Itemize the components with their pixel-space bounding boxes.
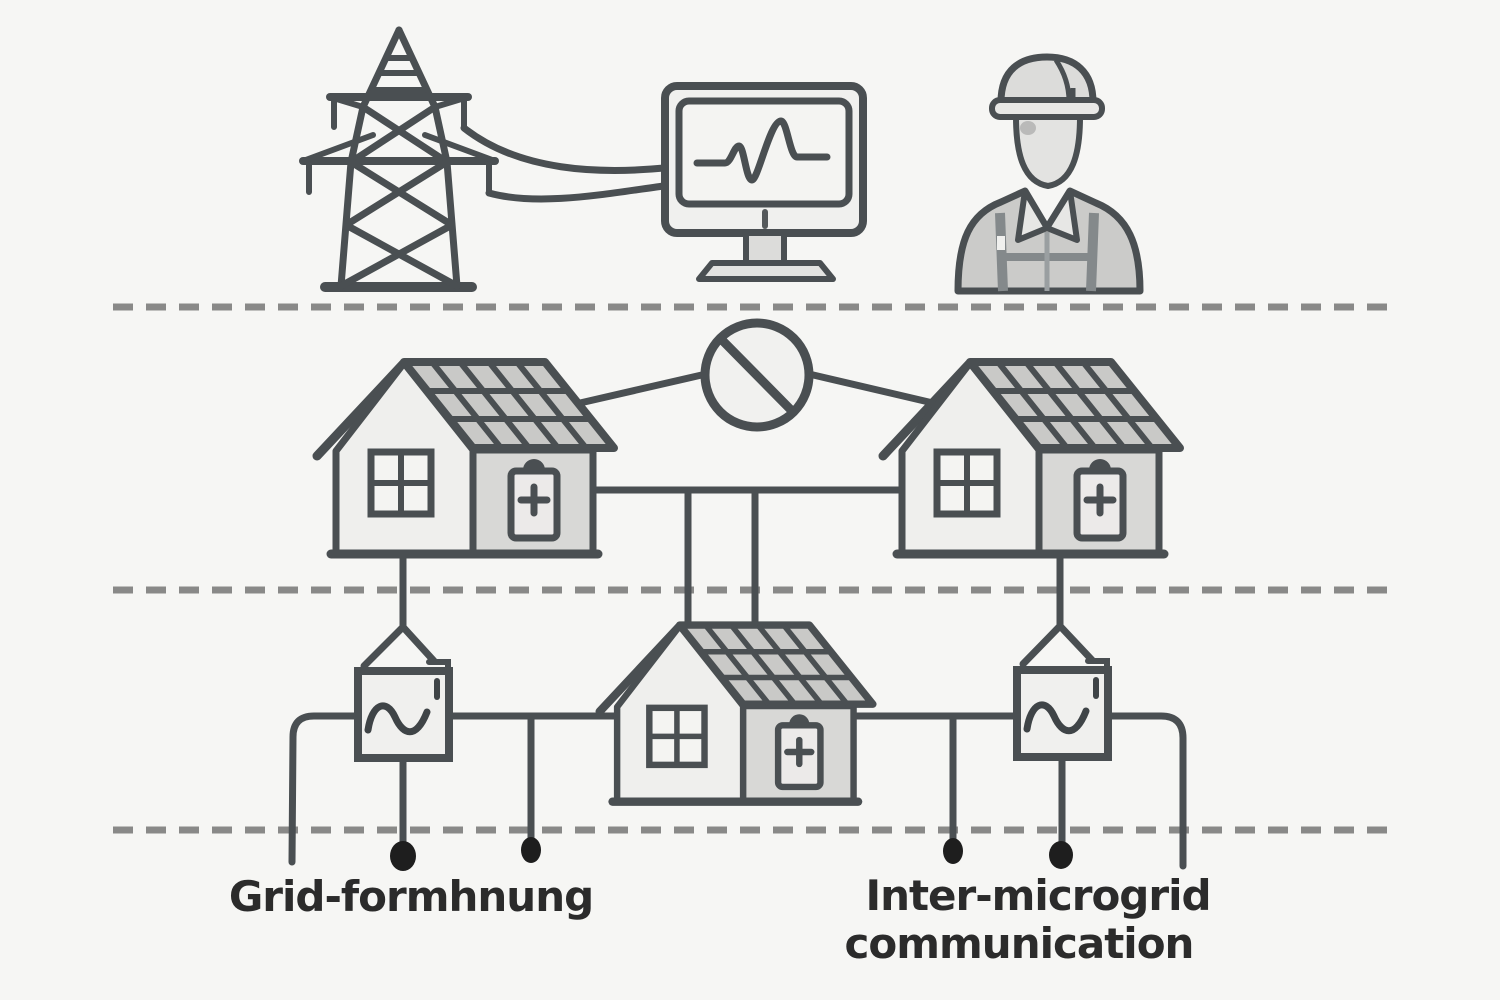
grid-forming-inverter-right xyxy=(1017,661,1108,757)
link-to-sign-left xyxy=(576,370,710,407)
microgrid-bus-lines xyxy=(360,370,1096,670)
microgrid-house-right xyxy=(883,362,1180,554)
grid-monitor-icon xyxy=(661,82,867,282)
worker-face xyxy=(1013,114,1083,189)
inter-microgrid-label-line1: Inter-microgrid xyxy=(865,871,1210,920)
strap-notch xyxy=(997,236,1005,250)
connection-dots xyxy=(390,837,1073,871)
hanger-right xyxy=(1019,552,1096,668)
insulators xyxy=(306,161,492,195)
x-brace xyxy=(337,158,461,290)
x-brace xyxy=(347,103,451,166)
insulators xyxy=(331,97,467,130)
no-connection-icon xyxy=(700,318,814,432)
bus-right-end xyxy=(1103,712,1187,870)
link-to-sign-right xyxy=(805,370,937,407)
cheek-shade xyxy=(1020,121,1036,135)
grid-forming-label: Grid-formhnung xyxy=(229,872,593,921)
hanger-left xyxy=(360,552,438,670)
collar-icon xyxy=(1015,188,1080,243)
connection-dot xyxy=(390,841,416,871)
monitor-stand xyxy=(743,230,787,266)
waveform-icon xyxy=(693,117,831,184)
power-lines-icon xyxy=(460,124,668,203)
connection-dot xyxy=(943,838,963,864)
utility-worker-icon xyxy=(954,53,1144,295)
monitor-base xyxy=(696,260,836,282)
microgrid-house-left xyxy=(317,362,614,554)
inter-microgrid-label-line2: communication xyxy=(845,919,1194,968)
connection-dot xyxy=(1049,841,1073,869)
connection-dot xyxy=(521,837,541,863)
grid-forming-inverter-left xyxy=(358,662,449,758)
hard-hat-icon xyxy=(989,53,1105,120)
vest-straps xyxy=(995,212,1099,292)
bus-left-end xyxy=(288,712,362,866)
lower-bus-lines xyxy=(288,712,1187,870)
transmission-tower-icon xyxy=(299,26,499,292)
microgrid-house-center xyxy=(600,625,873,802)
